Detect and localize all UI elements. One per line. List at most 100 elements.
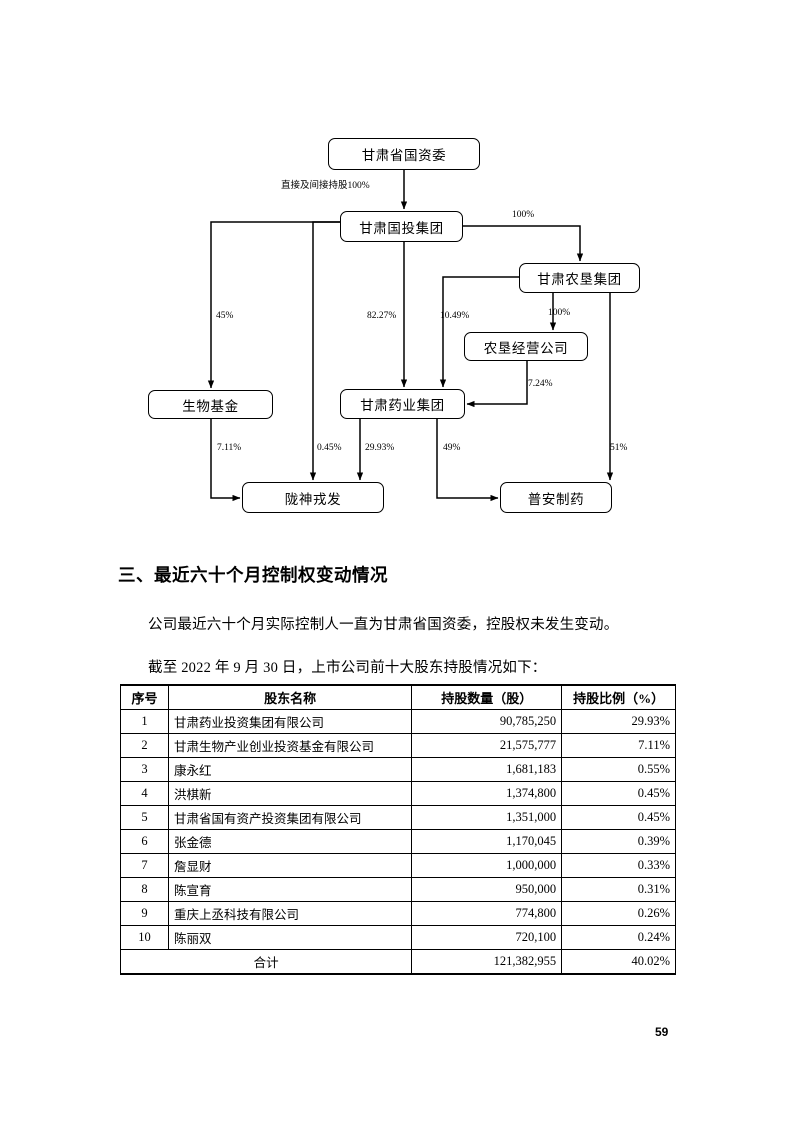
- edge-nongken-gsyaoye: [439, 276, 519, 388]
- cell-pct: 0.45%: [561, 781, 676, 806]
- cell-name: 甘肃生物产业创业投资基金有限公司: [167, 733, 413, 758]
- cell-name: 詹显财: [167, 853, 413, 878]
- cell-index: 3: [120, 757, 169, 782]
- edge-biofund-longshen: [210, 419, 241, 502]
- diagram-connectors: [207, 170, 614, 502]
- paragraph-top-ten-intro: 截至 2022 年 9 月 30 日，上市公司前十大股东持股情况如下：: [148, 660, 547, 676]
- cell-shares: 1,000,000: [411, 853, 563, 878]
- edge-label-gstz-nongken: 100%: [512, 210, 535, 220]
- node-bio-fund: 生物基金: [148, 390, 273, 419]
- node-label: 陇神戎发: [284, 491, 342, 507]
- page-number: 59: [655, 1025, 669, 1039]
- cell-name: 张金德: [167, 829, 413, 854]
- node-label: 甘肃农垦集团: [537, 272, 622, 287]
- node-nongken-operating-co: 农垦经营公司: [464, 332, 588, 361]
- cell-shares: 21,575,777: [411, 733, 563, 758]
- cell-index: 6: [120, 829, 169, 854]
- edge-label-nongken-nkjy: 100%: [548, 308, 571, 318]
- cell-shares: 774,800: [411, 901, 563, 926]
- edge-label-sasac-gstz: 直接及间接持股100%: [281, 181, 370, 191]
- cell-index: 2: [120, 733, 169, 758]
- cell-pct: 0.45%: [561, 805, 676, 830]
- cell-shares: 720,100: [411, 925, 563, 950]
- cell-index: 7: [120, 853, 169, 878]
- cell-pct: 0.55%: [561, 757, 676, 782]
- cell-shares: 1,351,000: [411, 805, 563, 830]
- column-header-pct: 持股比例（%）: [561, 684, 676, 710]
- edge-nkjy-gsyaoye: [466, 361, 528, 408]
- cell-index: 5: [120, 805, 169, 830]
- edge-label-gsyaoye-longshen: 29.93%: [365, 443, 395, 453]
- edge-label-nongken-puan: 51%: [610, 443, 628, 453]
- node-label: 甘肃药业集团: [360, 398, 445, 413]
- cell-shares: 1,374,800: [411, 781, 563, 806]
- edge-gstz-biofund: [207, 221, 340, 389]
- edge-label-gstz-longshen: 0.45%: [317, 443, 342, 453]
- cell-name: 重庆上丞科技有限公司: [167, 901, 413, 926]
- cell-index: 9: [120, 901, 169, 926]
- cell-total-shares: 121,382,955: [411, 949, 563, 975]
- cell-pct: 7.11%: [561, 733, 676, 758]
- edge-gstz-longshen: [309, 221, 340, 481]
- node-label: 普安制药: [527, 491, 585, 507]
- cell-pct: 0.39%: [561, 829, 676, 854]
- cell-index: 10: [120, 925, 169, 950]
- edge-label-nkjy-gsyaoye: 7.24%: [528, 379, 553, 389]
- column-header-index: 序号: [120, 684, 169, 710]
- node-gansu-sasac: 甘肃省国资委: [328, 138, 480, 170]
- cell-index: 1: [120, 709, 169, 734]
- node-longshen-rongfa: 陇神戎发: [242, 482, 384, 513]
- cell-index: 8: [120, 877, 169, 902]
- cell-name: 洪棋新: [167, 781, 413, 806]
- cell-name: 甘肃省国有资产投资集团有限公司: [167, 805, 413, 830]
- cell-pct: 0.33%: [561, 853, 676, 878]
- edge-gstz-nongken: [463, 225, 584, 262]
- cell-shares: 90,785,250: [411, 709, 563, 734]
- edge-label-nongken-gsyaoye: 10.49%: [440, 311, 470, 321]
- cell-pct: 0.31%: [561, 877, 676, 902]
- node-puan-pharma: 普安制药: [500, 482, 612, 513]
- edge-label-gstz-biofund: 45%: [216, 311, 234, 321]
- cell-index: 4: [120, 781, 169, 806]
- cell-name: 甘肃药业投资集团有限公司: [167, 709, 413, 734]
- node-label: 农垦经营公司: [483, 340, 569, 356]
- node-label: 生物基金: [182, 398, 239, 414]
- node-gansu-pharma-group: 甘肃药业集团: [340, 389, 465, 419]
- cell-name: 陈宣育: [167, 877, 413, 902]
- cell-shares: 950,000: [411, 877, 563, 902]
- cell-total-label: 合计: [119, 949, 413, 975]
- table-header-row: 序号 股东名称 持股数量（股） 持股比例（%）: [120, 684, 676, 710]
- section-heading: 三、最近六十个月控制权变动情况: [118, 565, 388, 585]
- node-gansu-guotou-group: 甘肃国投集团: [340, 211, 463, 242]
- cell-shares: 1,170,045: [411, 829, 563, 854]
- cell-pct: 0.26%: [561, 901, 676, 926]
- node-label: 甘肃国投集团: [359, 220, 444, 236]
- cell-pct: 0.24%: [561, 925, 676, 950]
- cell-name: 陈丽双: [167, 925, 413, 950]
- node-label: 甘肃省国资委: [361, 148, 447, 163]
- cell-shares: 1,681,183: [411, 757, 563, 782]
- cell-name: 康永红: [167, 757, 413, 782]
- edge-label-gsyaoye-puan: 49%: [443, 443, 461, 453]
- cell-pct: 29.93%: [561, 709, 676, 734]
- edge-label-gstz-gsyaoye: 82.27%: [367, 311, 397, 321]
- paragraph-control-unchanged: 公司最近六十个月实际控制人一直为甘肃省国资委，控股权未发生变动。: [148, 617, 619, 633]
- cell-total-pct: 40.02%: [561, 949, 676, 975]
- edge-gsyaoye-puan: [436, 419, 499, 502]
- node-gansu-nongken-group: 甘肃农垦集团: [519, 263, 640, 293]
- ownership-structure-diagram: 甘肃省国资委 甘肃国投集团 甘肃农垦集团 农垦经营公司 生物基金 甘肃药业集团 …: [0, 0, 793, 545]
- column-header-shares: 持股数量（股）: [411, 684, 563, 710]
- column-header-name: 股东名称: [167, 684, 413, 710]
